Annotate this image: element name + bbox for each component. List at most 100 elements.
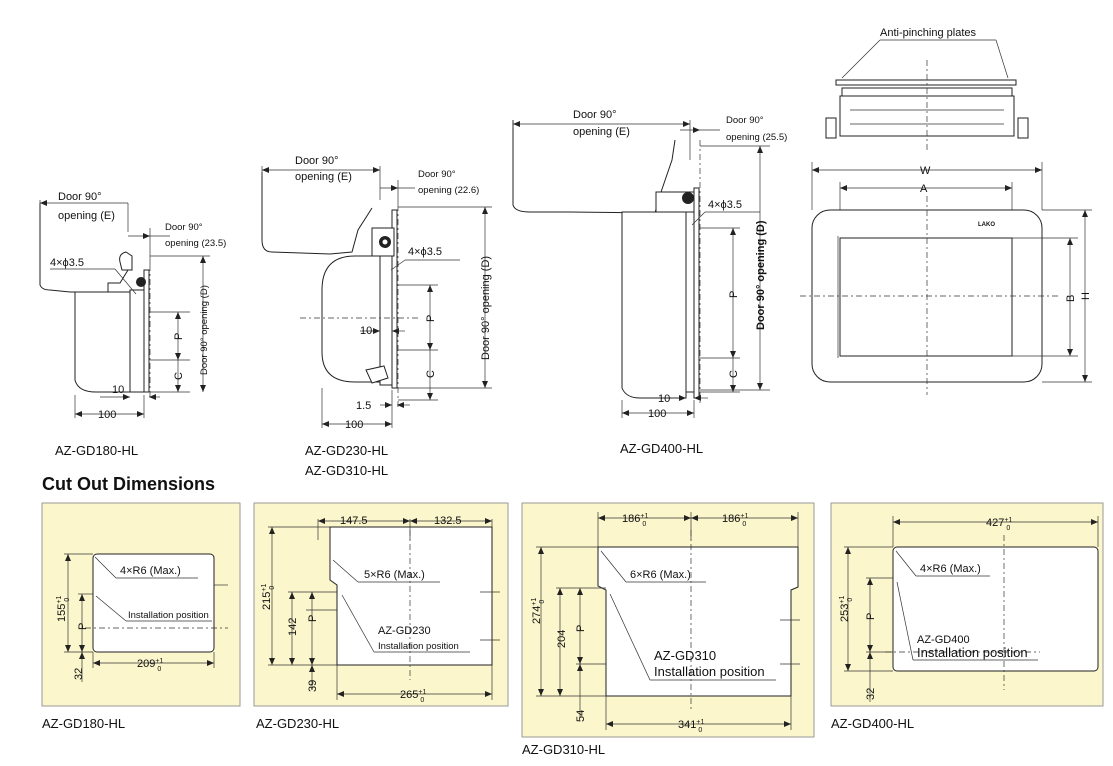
- gd180-door-d: Door 90° opening (D): [199, 285, 210, 375]
- cut230-height-value: 215: [261, 592, 273, 610]
- gd230-door-e-line2: opening (E): [295, 171, 352, 183]
- cut400-install-2: Installation position: [917, 645, 1028, 660]
- tolerance-plus: +1: [640, 513, 648, 520]
- tolerance-zero: 0: [157, 666, 161, 673]
- gd180-side-view: Door 90° opening (E) Door 90° opening (2…: [39, 191, 226, 458]
- cut230-model: AZ-GD230-HL: [256, 716, 339, 731]
- dim-b: B: [1065, 295, 1077, 302]
- cut230-height: 215+10: [261, 584, 276, 610]
- tolerance-zero: 0: [539, 600, 546, 604]
- cut310-right-width-value: 186: [722, 513, 740, 525]
- gd180-dim-100: 100: [98, 409, 116, 421]
- cut400-height-value: 253: [839, 604, 851, 622]
- cut180-model: AZ-GD180-HL: [42, 716, 125, 731]
- gd180-holes-label: 4×ϕ3.5: [50, 257, 84, 269]
- gd180-dim-10: 10: [112, 384, 124, 396]
- cutout-gd180: 155+10 P 32 4×R6 (Max.) Installation pos…: [41, 502, 241, 731]
- tolerance-zero: 0: [1006, 525, 1010, 532]
- gd400-p: P: [728, 291, 740, 298]
- tolerance-zero: 0: [64, 598, 71, 602]
- cut180-height-value: 155: [56, 604, 68, 622]
- dim-h: H: [1080, 292, 1092, 300]
- cut230-right-width: 132.5: [434, 515, 462, 527]
- gd230-door-e-line1: Door 90°: [295, 155, 339, 167]
- gd180-door-e-line1: Door 90°: [58, 191, 102, 203]
- cut400-install-1: AZ-GD400: [917, 634, 970, 646]
- gd400-dim-10: 10: [658, 393, 670, 405]
- gd400-c: C: [728, 370, 740, 378]
- cut180-width-value: 209: [137, 658, 155, 670]
- gd230-holes-label: 4×ϕ3.5: [408, 246, 442, 258]
- dim-w: W: [920, 165, 931, 177]
- cut230-radius: 5×R6 (Max.): [364, 569, 425, 581]
- cutout-gd230: 147.5 132.5 215+10 142 P 39 5×R6 (Max.) …: [253, 502, 509, 731]
- cut180-install: Installation position: [128, 610, 209, 621]
- cut400-radius: 4×R6 (Max.): [920, 563, 981, 575]
- cut310-width-value: 341: [678, 719, 696, 731]
- cut310-install-2: Installation position: [654, 664, 765, 679]
- gd230-door-small-line2: opening (22.6): [418, 185, 479, 196]
- gd230-dim-10: 10: [360, 325, 372, 337]
- anti-pinching-label: Anti-pinching plates: [880, 27, 977, 39]
- cut310-model: AZ-GD310-HL: [522, 742, 605, 757]
- gd180-c: C: [173, 372, 185, 380]
- gd230-side-view: Door 90° opening (E) Door 90° opening (2…: [261, 155, 492, 478]
- cut230-bottom: 39: [307, 680, 319, 692]
- cut230-install-2: Installation position: [378, 641, 459, 652]
- tolerance-plus: +1: [418, 689, 426, 696]
- gd400-holes-label: 4×ϕ3.5: [708, 199, 742, 211]
- cut400-height: 253+10: [839, 596, 854, 622]
- gd230-c: C: [425, 370, 437, 378]
- gd230-dim-100: 100: [345, 419, 363, 431]
- tolerance-plus: +1: [1004, 517, 1012, 524]
- cut310-height: 274+10: [531, 598, 546, 624]
- cut180-height: 155+10: [56, 596, 71, 622]
- front-logo: LAKO: [978, 222, 995, 228]
- cut230-width-value: 265: [400, 689, 418, 701]
- gd400-door-e-line2: opening (E): [573, 126, 630, 138]
- tolerance-zero: 0: [269, 586, 276, 590]
- gd180-door-e-line2: opening (E): [58, 210, 115, 222]
- tolerance-zero: 0: [420, 697, 424, 704]
- cut230-install-1: AZ-GD230: [378, 625, 431, 637]
- cut310-bottom: 54: [575, 710, 587, 722]
- cut230-inner: 142: [287, 618, 299, 636]
- gd400-door-small-line1: Door 90°: [726, 115, 764, 126]
- gd230-door-small-line1: Door 90°: [418, 169, 456, 180]
- cut310-radius: 6×R6 (Max.): [630, 569, 691, 581]
- cut310-left-width-value: 186: [622, 513, 640, 525]
- tolerance-zero: 0: [698, 727, 702, 734]
- cut230-p: P: [307, 615, 319, 622]
- gd400-model: AZ-GD400-HL: [620, 441, 703, 456]
- tolerance-zero: 0: [847, 598, 854, 602]
- cut180-p: P: [77, 623, 89, 630]
- cut-out-title: Cut Out Dimensions: [42, 474, 215, 494]
- dim-a: A: [920, 183, 928, 195]
- tolerance-plus: +1: [696, 719, 704, 726]
- gd400-door-e-line1: Door 90°: [573, 109, 617, 121]
- gd400-door-small-line2: opening (25.5): [726, 132, 787, 143]
- cut310-inner: 204: [556, 630, 568, 648]
- gd230-p: P: [425, 315, 437, 322]
- tolerance-zero: 0: [642, 521, 646, 528]
- gd230-door-d: Door 90° opening (D): [480, 256, 492, 360]
- tolerance-plus: +1: [531, 598, 538, 606]
- gd180-model: AZ-GD180-HL: [55, 443, 138, 458]
- front-view: Anti-pinching plates W A LAKO B: [800, 27, 1092, 395]
- gd230-model-2: AZ-GD310-HL: [305, 463, 388, 478]
- cut400-p: P: [865, 613, 877, 620]
- gd400-side-view: Door 90° opening (E) Door 90° opening (2…: [512, 109, 787, 456]
- gd400-dim-100: 100: [648, 408, 666, 420]
- tolerance-zero: 0: [742, 521, 746, 528]
- tolerance-plus: +1: [261, 584, 268, 592]
- cut400-width-value: 427: [986, 517, 1004, 529]
- cut400-bottom: 32: [865, 688, 877, 700]
- gd180-door-small-line1: Door 90°: [165, 222, 203, 233]
- gd180-door-small-line2: opening (23.5): [165, 238, 226, 249]
